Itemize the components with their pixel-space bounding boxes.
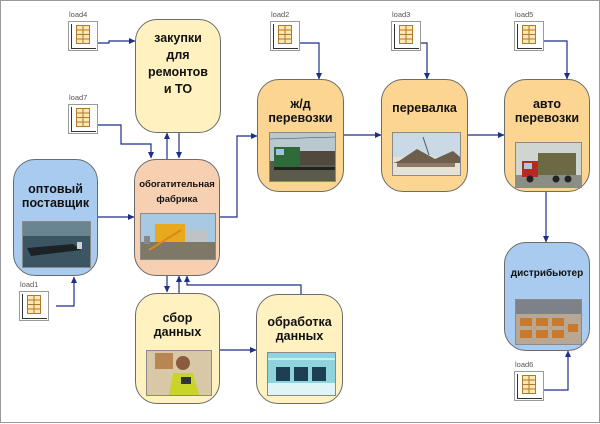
node-fabrika-label: обогатительная фабрика	[139, 179, 215, 205]
node-avto[interactable]: авто перевозки	[504, 79, 590, 192]
node-zhd-label: ж/д перевозки	[268, 97, 333, 125]
load1-label: load1	[20, 280, 39, 289]
node-perevalka-label: перевалка	[392, 101, 457, 115]
load3-label: load3	[392, 10, 411, 19]
chart-axis-icon	[517, 24, 542, 49]
load7-label: load7	[69, 93, 88, 102]
table-grid-icon	[399, 25, 413, 44]
node-zhd[interactable]: ж/д перевозки	[257, 79, 344, 192]
load2-block[interactable]: load2	[264, 10, 322, 61]
wire-load5-avto	[541, 40, 570, 80]
table-grid-icon	[278, 25, 292, 44]
wire-fabrika-zhd	[220, 133, 258, 218]
node-distrib-label: дистрибьютер	[510, 268, 584, 279]
node-sbor-label: сбор данных	[153, 311, 202, 339]
node-zakupki-label: закупки для ремонтов и ТО	[148, 31, 208, 96]
node-fabrika[interactable]: обогатительная фабрика	[134, 159, 220, 276]
chart-axis-icon	[71, 24, 96, 49]
plant-photo	[140, 213, 216, 260]
warehouse-photo	[515, 299, 582, 345]
wire-load6-distrib	[542, 350, 571, 391]
truck-photo	[515, 142, 582, 188]
load2-label: load2	[271, 10, 290, 19]
load7-block[interactable]: load7	[62, 93, 120, 144]
barge-photo	[22, 221, 91, 268]
wire-load2-zhd	[297, 42, 322, 80]
node-perevalka[interactable]: перевалка	[381, 79, 468, 192]
node-optovy[interactable]: оптовый поставщик	[13, 159, 98, 276]
chart-axis-icon	[71, 107, 96, 132]
wire-load3-perevalka	[418, 42, 430, 80]
node-obrabotka[interactable]: обработка данных	[256, 294, 343, 404]
load3-block[interactable]: load3	[385, 10, 443, 61]
node-obrabotka-label: обработка данных	[267, 315, 332, 343]
load4-block[interactable]: load4	[62, 10, 120, 61]
load5-label: load5	[515, 10, 534, 19]
wire-load1-optovy	[56, 276, 77, 307]
node-distrib[interactable]: дистрибьютер	[504, 242, 590, 351]
chart-axis-icon	[394, 24, 419, 49]
train-photo	[269, 132, 336, 182]
load5-block[interactable]: load5	[508, 10, 566, 61]
node-sbor[interactable]: сбор данных	[135, 293, 220, 404]
table-grid-icon	[27, 295, 41, 314]
wire-load7-fabrika	[86, 124, 154, 159]
wire-obrabotka-fabrika	[184, 275, 302, 294]
load6-block[interactable]: load6	[508, 360, 566, 411]
node-optovy-label: оптовый поставщик	[21, 182, 90, 210]
load4-label: load4	[69, 10, 88, 19]
node-zakupki[interactable]: закупки для ремонтов и ТО	[135, 19, 221, 133]
node-avto-label: авто перевозки	[514, 97, 580, 125]
transshipment-photo	[392, 132, 461, 176]
chart-axis-icon	[273, 24, 298, 49]
chart-axis-icon	[22, 294, 47, 319]
data-processing-photo	[267, 352, 336, 396]
chart-axis-icon	[517, 374, 542, 399]
table-grid-icon	[522, 25, 536, 44]
table-grid-icon	[522, 375, 536, 394]
table-grid-icon	[76, 25, 90, 44]
data-collection-photo	[146, 350, 212, 396]
table-grid-icon	[76, 108, 90, 127]
load1-block[interactable]: load1	[13, 280, 71, 331]
load6-label: load6	[515, 360, 534, 369]
